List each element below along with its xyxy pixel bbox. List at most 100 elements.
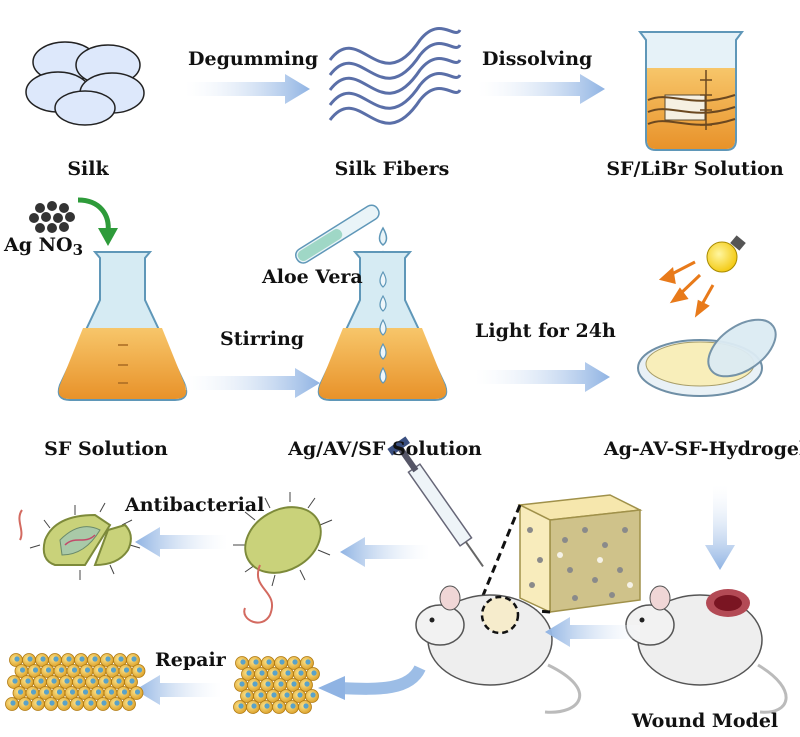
syringe-icon [387, 436, 484, 568]
beaker-icon [638, 31, 744, 151]
cell-nucleus [259, 670, 265, 676]
cell-nucleus [246, 670, 252, 676]
cell-nucleus [266, 659, 272, 665]
label-wound-model: Wound Model [631, 710, 779, 732]
cell-nucleus [290, 703, 296, 709]
arrow-to-bacteria [340, 537, 430, 567]
cell-nucleus [311, 670, 317, 676]
cell-nucleus [264, 703, 270, 709]
label-sf-libr-solution: SF/LiBr Solution [606, 158, 784, 180]
cell-nucleus [32, 667, 39, 673]
silk-fibers-icon [328, 27, 462, 125]
cell-nucleus [303, 703, 309, 709]
cell-nucleus [77, 678, 83, 684]
cell-nucleus [49, 700, 55, 706]
arrow-degumming [185, 74, 310, 104]
cell-nucleus [101, 700, 107, 706]
arrow-dissolving [478, 74, 605, 104]
cell-nucleus [56, 689, 63, 695]
cell-nucleus [27, 656, 33, 662]
cell-nucleus [134, 689, 141, 695]
cell-nucleus [251, 703, 257, 709]
cell-nucleus [82, 689, 89, 695]
agno3-text: Ag NO [4, 234, 73, 256]
cell-nucleus [279, 659, 285, 665]
cell-nucleus [66, 656, 72, 662]
arrow-to-lysed [135, 527, 228, 557]
cell-nucleus [253, 659, 259, 665]
cell-nucleus [240, 659, 246, 665]
silk-cocoons-icon [25, 41, 145, 126]
cell-nucleus [79, 656, 85, 662]
label-repair: Repair [155, 649, 226, 671]
cell-nucleus [25, 678, 31, 684]
cell-nucleus [45, 667, 52, 673]
cell-nucleus [110, 667, 117, 673]
green-arrow-icon [77, 197, 118, 246]
cell-cluster-icon [233, 656, 320, 714]
cell-nucleus [105, 656, 111, 662]
sf-flask-icon [57, 251, 188, 401]
label-antibacterial: Antibacterial [125, 494, 265, 516]
cell-nucleus [58, 667, 65, 673]
cell-nucleus [277, 703, 283, 709]
cell-nucleus [62, 700, 68, 706]
cell-nucleus [136, 667, 143, 673]
arrow-to-repaired [135, 675, 222, 705]
arrow-down [705, 485, 735, 570]
ag-av-sf-flask-icon [317, 251, 448, 401]
cell-nucleus [298, 670, 304, 676]
cell-nucleus [38, 678, 44, 684]
cell-nucleus [14, 656, 20, 662]
cell-nucleus [127, 700, 133, 706]
cell-nucleus [291, 681, 297, 687]
cell-nucleus [88, 700, 94, 706]
cell-nucleus [23, 700, 29, 706]
label-silk-fibers: Silk Fibers [334, 158, 450, 180]
agno3-subscript: 3 [72, 241, 83, 259]
cell-nucleus [258, 692, 264, 698]
cell-nucleus [12, 678, 18, 684]
test-tube-icon [295, 204, 380, 264]
agno3-particles-icon [29, 201, 75, 233]
cell-nucleus [97, 667, 104, 673]
arrow-stirring [185, 368, 320, 398]
cell-nucleus [116, 678, 122, 684]
arrow-light [475, 362, 610, 392]
cell-nucleus [304, 681, 310, 687]
cell-nucleus [265, 681, 271, 687]
lysed-bacterium-icon [18, 502, 141, 580]
light-rays-icon [658, 260, 715, 318]
cell-nucleus [245, 692, 251, 698]
treated-mouse-icon [415, 585, 582, 714]
cell-nucleus [284, 692, 290, 698]
cell-nucleus [40, 656, 46, 662]
light-bulb-icon [706, 235, 746, 273]
cell-nucleus [19, 667, 26, 673]
cell-nucleus [114, 700, 120, 706]
label-degumming: Degumming [188, 48, 319, 70]
arrow-to-cells [318, 664, 426, 700]
label-sf-solution: SF Solution [44, 438, 168, 460]
label-aloe-vera: Aloe Vera [262, 266, 363, 288]
cell-nucleus [36, 700, 42, 706]
label-hydrogel: Ag-AV-SF-Hydrogel [603, 438, 800, 460]
label-agno3: Ag NO3 [4, 234, 83, 258]
cell-sheet-icon [5, 653, 146, 711]
cell-nucleus [30, 689, 37, 695]
cell-nucleus [285, 670, 291, 676]
cell-nucleus [272, 670, 278, 676]
cell-nucleus [75, 700, 81, 706]
cell-nucleus [118, 656, 124, 662]
label-ag-av-sf-solution: Ag/AV/SF Solution [288, 438, 482, 460]
cell-nucleus [129, 678, 135, 684]
cell-nucleus [53, 656, 59, 662]
cell-nucleus [121, 689, 128, 695]
cell-nucleus [131, 656, 137, 662]
cell-nucleus [297, 692, 303, 698]
bacterium-icon [233, 492, 333, 624]
cell-nucleus [92, 656, 98, 662]
hydrogel-block-icon [517, 494, 643, 614]
